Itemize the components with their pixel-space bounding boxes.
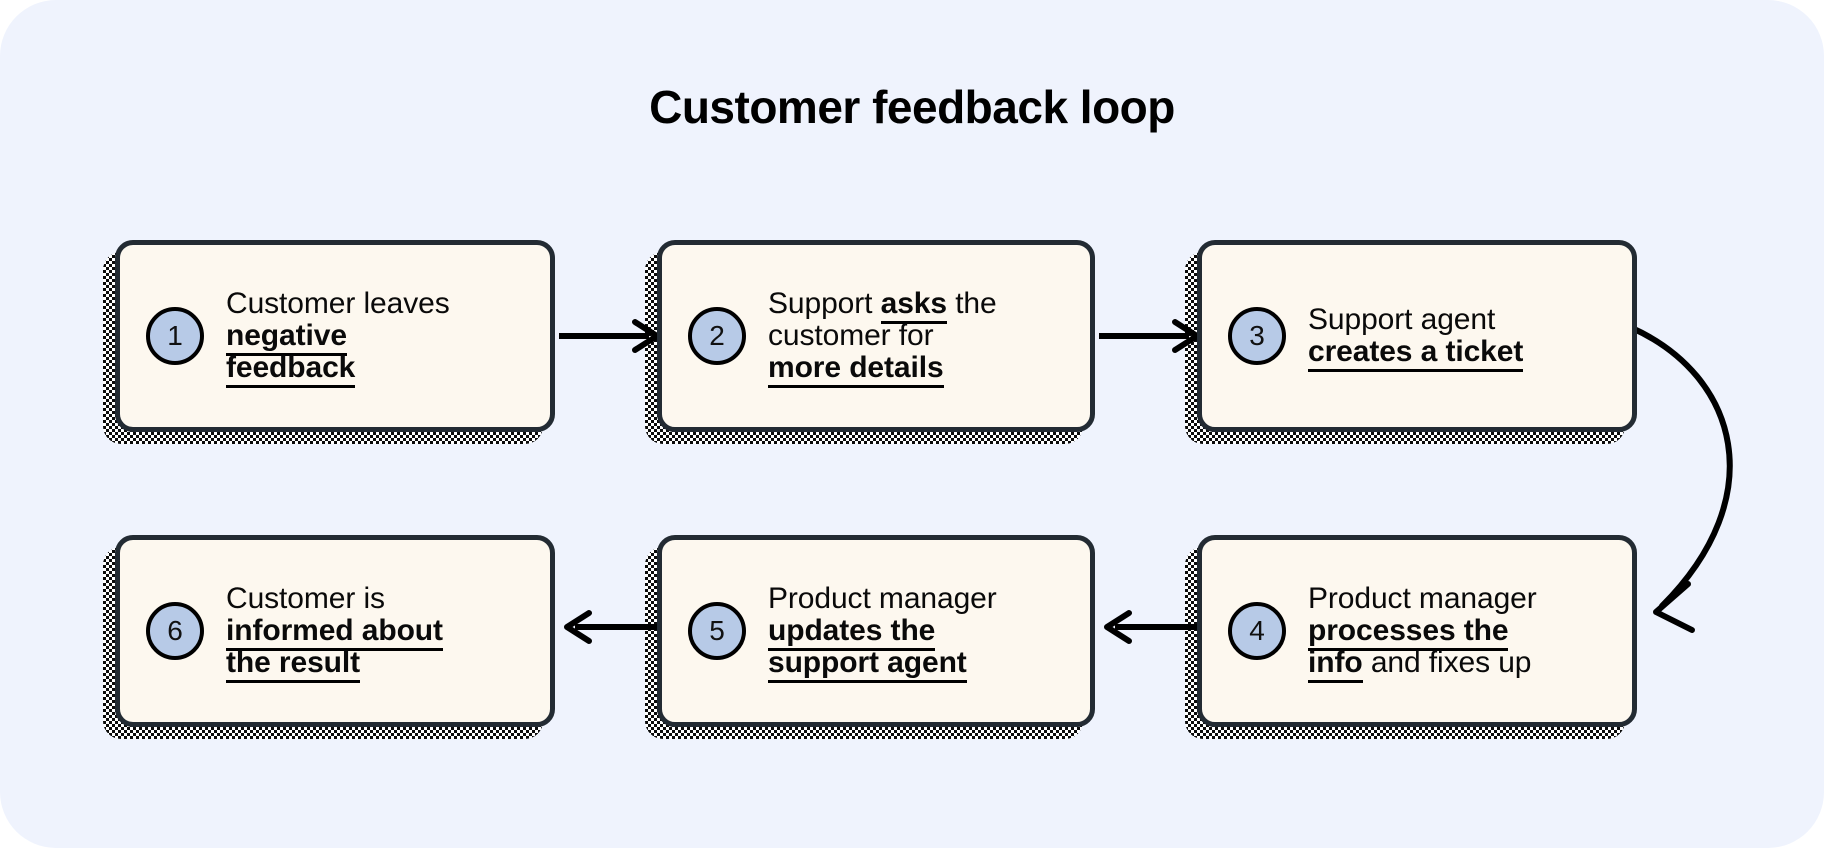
step-6-number: 6 xyxy=(167,615,183,646)
step-1-plain: Customer leaves xyxy=(226,287,450,321)
step-3-number-badge: 3 xyxy=(1228,307,1286,365)
step-5-number: 5 xyxy=(709,615,725,646)
step-6-plain: Customer is xyxy=(226,582,385,616)
arrow-5-to-6 xyxy=(557,607,667,647)
step-4-number-badge: 4 xyxy=(1228,602,1286,660)
step-4-emphasis-2: info xyxy=(1308,645,1363,683)
step-2-number-badge: 2 xyxy=(688,307,746,365)
step-4-emphasis-1: processes the xyxy=(1308,614,1509,652)
step-6-emphasis-2: the result xyxy=(226,645,360,683)
step-2-plain-3: customer for xyxy=(768,319,934,353)
step-5-number-badge: 5 xyxy=(688,602,746,660)
step-2-emphasis-2: more details xyxy=(768,350,944,388)
step-5-emphasis-2: support agent xyxy=(768,645,967,683)
step-2-emphasis-1: asks xyxy=(880,287,947,325)
arrow-4-to-5 xyxy=(1097,607,1207,647)
step-1-emphasis-1: negative xyxy=(226,319,347,357)
step-3-number: 3 xyxy=(1249,320,1265,351)
arrow-2-to-3 xyxy=(1097,316,1207,356)
step-3-emphasis: creates a ticket xyxy=(1308,335,1523,372)
step-1-emphasis-2: feedback xyxy=(226,350,355,388)
step-1-number: 1 xyxy=(167,320,183,351)
step-4-number: 4 xyxy=(1249,615,1265,646)
step-4-plain-2: and fixes up xyxy=(1362,645,1532,679)
step-2-number: 2 xyxy=(709,320,725,351)
step-2-plain-1: Support xyxy=(768,287,881,321)
page-title: Customer feedback loop xyxy=(649,81,1175,133)
arrow-3-to-4 xyxy=(1620,318,1820,638)
step-5-plain: Product manager xyxy=(768,582,997,616)
step-5-emphasis-1: updates the xyxy=(768,614,935,652)
arrow-1-to-2 xyxy=(557,316,667,356)
step-6-number-badge: 6 xyxy=(146,602,204,660)
step-6-emphasis-1: informed about xyxy=(226,614,443,652)
step-2-plain-2: the xyxy=(946,287,997,321)
step-4-plain-1: Product manager xyxy=(1308,582,1537,616)
step-1-number-badge: 1 xyxy=(146,307,204,365)
step-3-plain: Support agent xyxy=(1308,303,1496,337)
